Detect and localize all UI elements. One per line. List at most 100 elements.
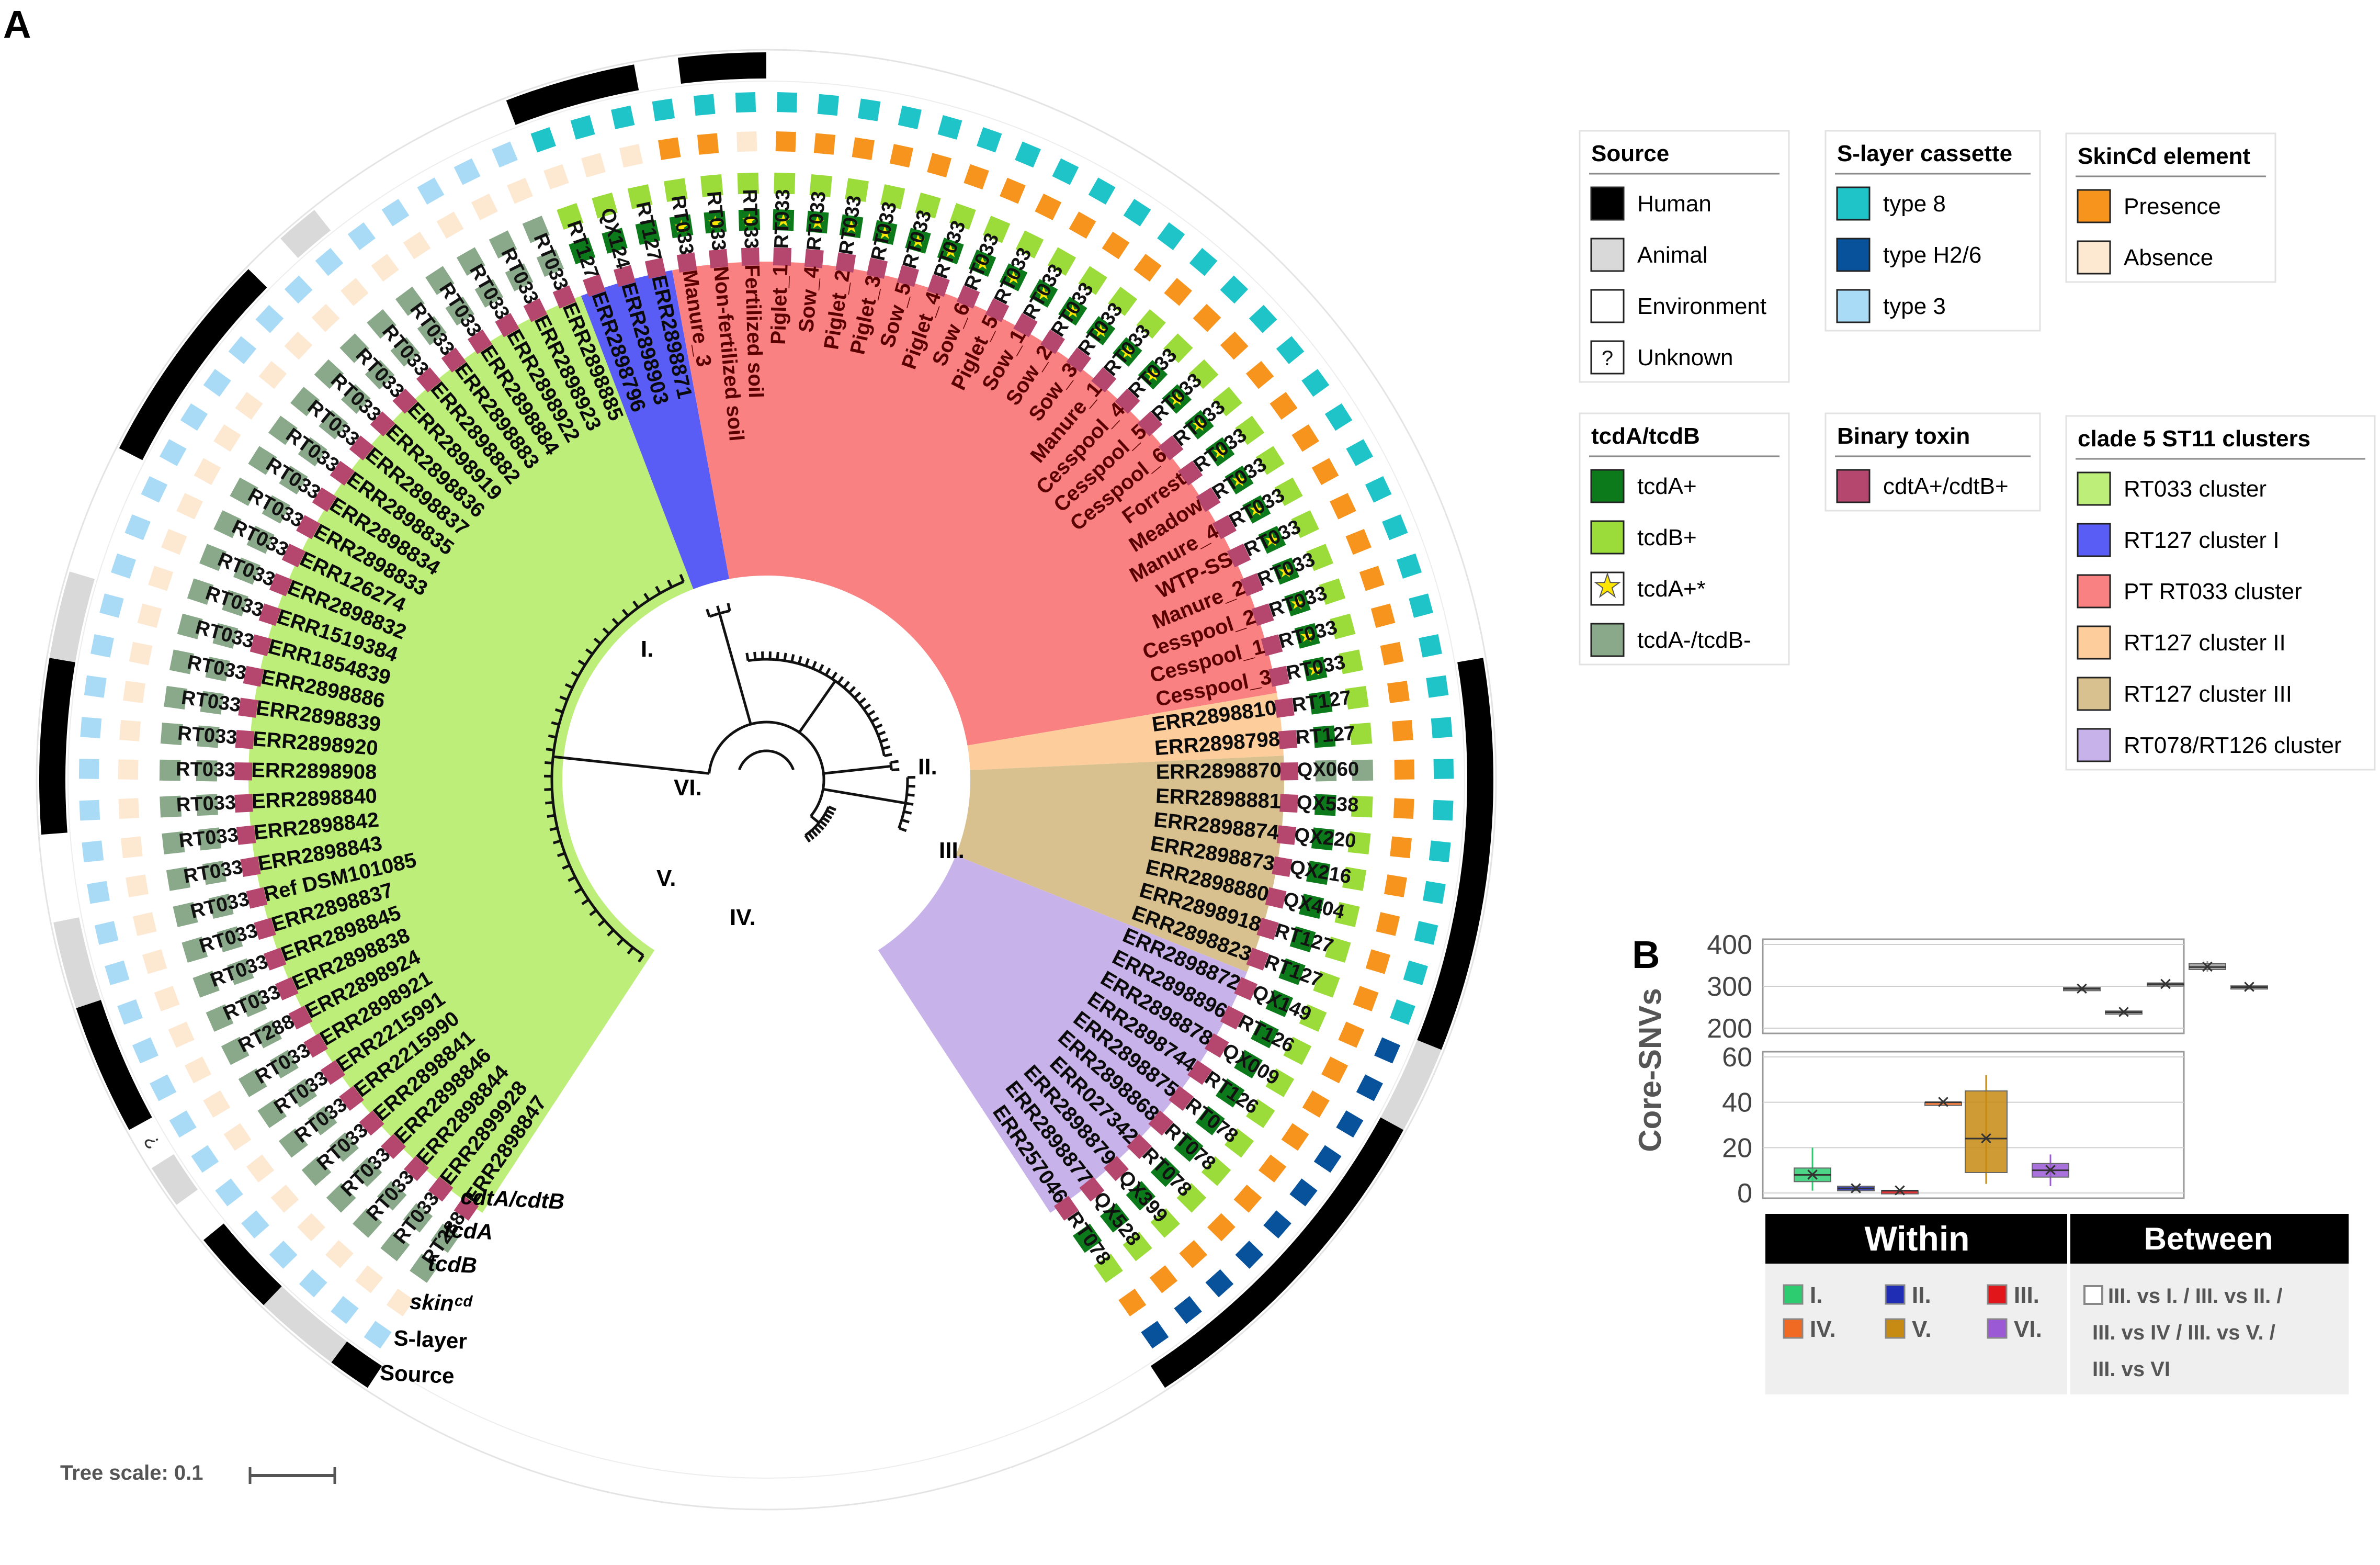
tcdb-square — [1350, 723, 1373, 746]
binary-toxin-square — [1204, 1033, 1229, 1058]
ribotype-label: RT033 — [899, 208, 936, 271]
tcdb-square — [380, 1232, 410, 1262]
table-key-label: II. — [1912, 1282, 1931, 1308]
tree-branch — [577, 659, 586, 666]
legend-title-clusters: clade 5 ST11 clusters — [2078, 426, 2310, 452]
slayer-square — [857, 98, 881, 121]
tree-branch — [706, 609, 711, 617]
tree-branch — [831, 671, 838, 680]
skincd-square — [118, 759, 139, 780]
binary-toxin-square — [804, 249, 824, 268]
legend-swatch — [2077, 728, 2111, 762]
ribotype-label: RT127 — [562, 218, 603, 282]
clade-label: II. — [918, 754, 937, 780]
slayer-square — [977, 127, 1002, 153]
tree-branch — [546, 748, 554, 752]
tcdb-square — [1299, 1004, 1327, 1032]
ribotype-label: RT033 — [867, 200, 901, 263]
slayer-square — [284, 275, 313, 304]
slayer-square — [1088, 177, 1116, 205]
skincd-square — [1118, 1288, 1147, 1316]
skincd-square — [1330, 493, 1356, 520]
tcda-star-icon: ★ — [809, 212, 825, 232]
slayer-square — [110, 553, 137, 579]
tcda-square — [1100, 1203, 1130, 1233]
within-box-0: × — [1794, 1147, 1831, 1191]
legend-item-label: RT127 cluster II — [2124, 630, 2286, 656]
skincd-square — [403, 231, 431, 260]
table-between-header: Between — [2144, 1221, 2273, 1256]
tree-branch — [817, 823, 825, 831]
tcda-square — [377, 1181, 407, 1211]
tcda-star-icon: ★ — [1299, 626, 1315, 646]
tcda-square — [1284, 590, 1311, 617]
box-mean-marker: × — [2201, 954, 2214, 979]
tcda-square — [246, 526, 275, 554]
skincd-square — [1338, 1021, 1365, 1048]
tree-branch — [826, 809, 835, 816]
tcda-square — [1126, 1181, 1156, 1211]
slayer-square — [79, 800, 100, 821]
slayer-square — [1052, 158, 1079, 185]
leaf-label: ERR2898870 — [1155, 759, 1282, 784]
ribotype-label: QX404 — [1281, 888, 1346, 924]
slayer-square — [1374, 1037, 1401, 1064]
tcda-square — [1225, 465, 1254, 495]
tcda-square — [196, 760, 218, 782]
tcda-square — [254, 1020, 282, 1049]
tree-branch — [581, 898, 590, 905]
source-arc-animal — [49, 571, 95, 662]
tree-branch — [843, 681, 850, 689]
tree-branch — [890, 760, 899, 764]
ribotype-label: RT033 — [702, 190, 730, 252]
tcda-star-icon: ★ — [707, 212, 723, 232]
tcdb-square — [1330, 613, 1356, 639]
tcda-star-icon: ★ — [1289, 594, 1305, 614]
legend-title-tcd: tcdA/tcdB — [1591, 423, 1700, 449]
skincd-square — [1370, 603, 1396, 628]
legend-item-label: type H2/6 — [1883, 242, 1981, 268]
binary-toxin-square — [349, 435, 375, 461]
table-key-label: I. — [1810, 1282, 1822, 1308]
between-text-line: III. vs I. / III. vs II. / — [2108, 1285, 2282, 1308]
ribotype-label: QX124 — [596, 206, 634, 271]
within-box-1: × — [1837, 1175, 1875, 1201]
slayer-square — [1390, 999, 1415, 1025]
binary-toxin-square — [927, 274, 950, 297]
binary-toxin-square — [1246, 948, 1270, 971]
legend-swatch — [2077, 189, 2111, 223]
slayer-square — [1205, 1269, 1234, 1298]
table-between-text: III. vs I. / III. vs II. /III. vs IV / I… — [2092, 1285, 2282, 1381]
tree-branch — [819, 820, 828, 827]
skincd-square — [507, 177, 533, 204]
slayer-square — [1432, 800, 1454, 821]
binary-toxin-square — [238, 697, 258, 718]
slayer-square — [1289, 1178, 1318, 1207]
slayer-square — [381, 198, 410, 227]
skincd-square — [223, 1123, 252, 1151]
tree-branch — [813, 826, 822, 834]
skincd-square — [1281, 1123, 1309, 1151]
tree-branch — [564, 683, 573, 689]
tcdb-square — [1015, 230, 1044, 258]
ribotype-label: RT033 — [176, 758, 236, 781]
tree-branch — [790, 654, 795, 662]
slayer-square — [417, 177, 445, 205]
y-tick-label: 40 — [1722, 1088, 1752, 1118]
ribotype-label: RT033 — [1254, 548, 1318, 591]
panel-a-label: A — [3, 3, 31, 46]
tcda-square — [198, 827, 222, 851]
skincd-square — [137, 603, 162, 628]
skincd-square — [120, 836, 143, 859]
table-key-label: V. — [1912, 1316, 1932, 1342]
tcdb-square — [326, 1183, 356, 1213]
skincd-square — [355, 1265, 383, 1293]
tcdb-square — [809, 174, 832, 197]
legend-swatch — [2077, 471, 2111, 506]
skincd-square — [235, 392, 263, 420]
legend-swatch — [1590, 469, 1625, 503]
skincd-square — [1392, 720, 1413, 741]
slayer-square — [228, 336, 257, 364]
skincd-square — [1102, 231, 1130, 260]
